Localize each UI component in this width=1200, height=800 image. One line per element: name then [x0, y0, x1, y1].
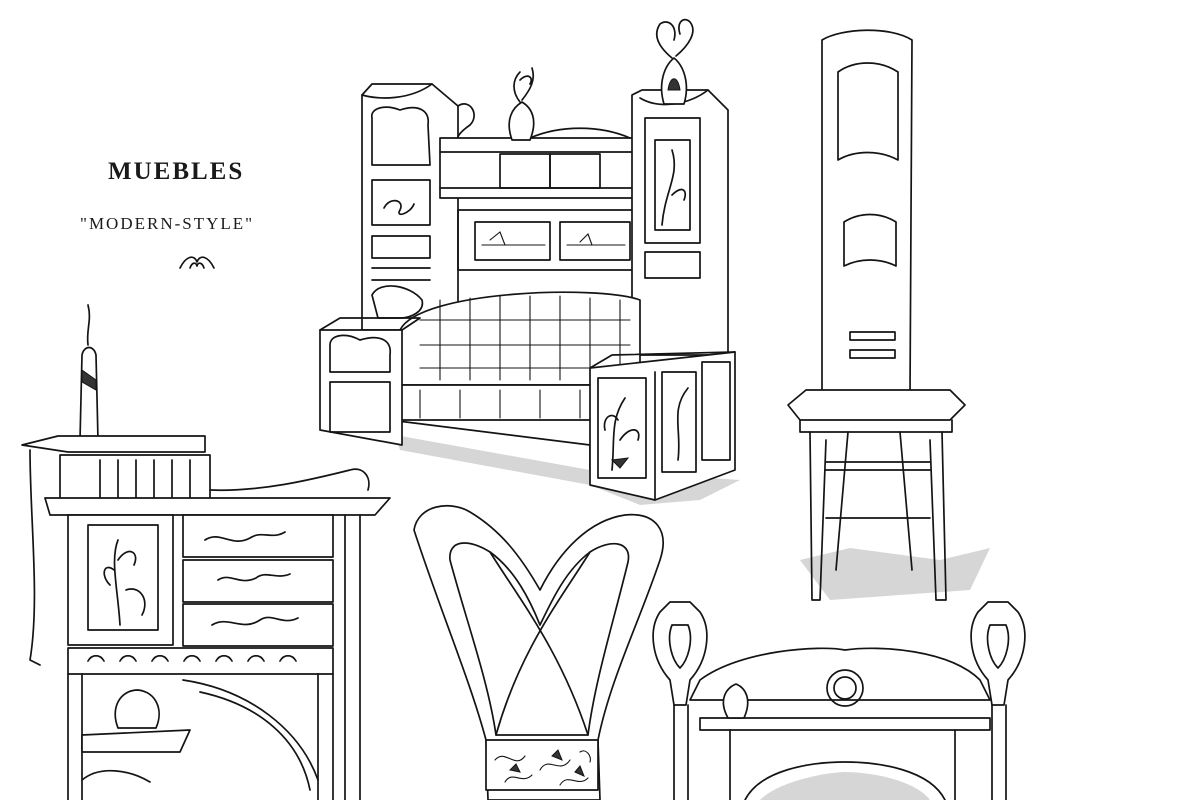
openwork-chair-icon	[413, 505, 664, 800]
ornament-icon	[179, 256, 215, 269]
writing-desk-icon	[21, 304, 391, 800]
high-back-chair-icon	[787, 29, 990, 601]
plate-subtitle: "MODERN-STYLE"	[80, 214, 255, 233]
settle-bench-icon	[319, 18, 740, 505]
fireplace-mantel-icon	[652, 601, 1026, 800]
plate-title: MUEBLES	[108, 158, 245, 185]
